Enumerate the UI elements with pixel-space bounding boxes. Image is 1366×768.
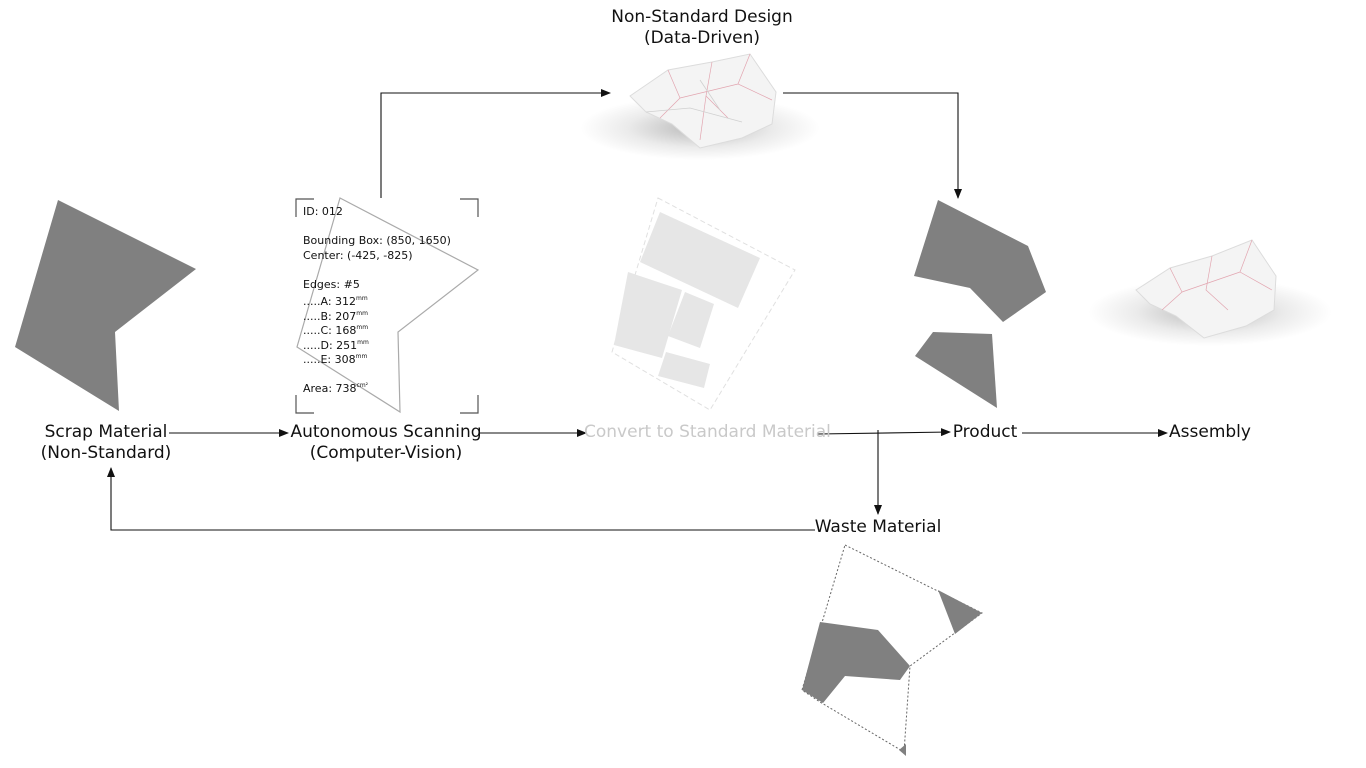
scan-edges: Edges: #5 (303, 277, 360, 291)
scan-frame-corners (295, 198, 479, 414)
label-convert-standard: Convert to Standard Material (584, 422, 831, 443)
design-title: Non-Standard Design (611, 7, 793, 27)
scan-edge-d: .....D: 251mm (303, 338, 369, 352)
product-title: Product (952, 422, 1018, 442)
label-assembly: Assembly (1166, 422, 1254, 443)
waste-title: Waste Material (814, 517, 942, 537)
scan-info-panel: ID: 012 Bounding Box: (850, 1650) Center… (303, 205, 451, 395)
scrap-material-title: Scrap Material (44, 422, 168, 442)
scan-edge-c: .....C: 168mm (303, 324, 369, 337)
scan-edge-a: .....A: 312mm (303, 295, 368, 308)
flow-arrows (107, 89, 1168, 531)
design-render-top (580, 53, 820, 160)
label-product: Product (946, 422, 1024, 443)
product-shape-lower (915, 332, 997, 408)
assembly-render (1088, 239, 1332, 346)
label-scrap-material: Scrap Material (Non-Standard) (26, 422, 186, 464)
product-shape-upper (914, 200, 1046, 322)
scanning-subtitle: (Computer-Vision) (309, 443, 463, 463)
scan-edge-b: .....B: 207mm (303, 309, 368, 323)
waste-material-shape (801, 544, 983, 756)
design-subtitle: (Data-Driven) (643, 28, 761, 48)
scrap-material-shape (15, 200, 196, 411)
scan-id: ID: 012 (303, 205, 343, 218)
standard-material-layout (611, 197, 796, 411)
convert-title: Convert to Standard Material (584, 422, 831, 442)
label-non-standard-design: Non-Standard Design (Data-Driven) (592, 7, 812, 49)
scanned-outline-shape (296, 197, 480, 414)
scrap-material-subtitle: (Non-Standard) (40, 443, 172, 463)
scan-edge-e: .....E: 308mm (303, 353, 368, 366)
scan-area: Area: 738cm² (303, 382, 369, 395)
label-autonomous-scanning: Autonomous Scanning (Computer-Vision) (286, 422, 486, 464)
scanning-title: Autonomous Scanning (290, 422, 482, 442)
scan-center: Center: (-425, -825) (303, 248, 413, 262)
label-waste-material: Waste Material (808, 517, 948, 538)
scan-bounding-box: Bounding Box: (850, 1650) (303, 234, 451, 247)
assembly-title: Assembly (1169, 422, 1251, 442)
